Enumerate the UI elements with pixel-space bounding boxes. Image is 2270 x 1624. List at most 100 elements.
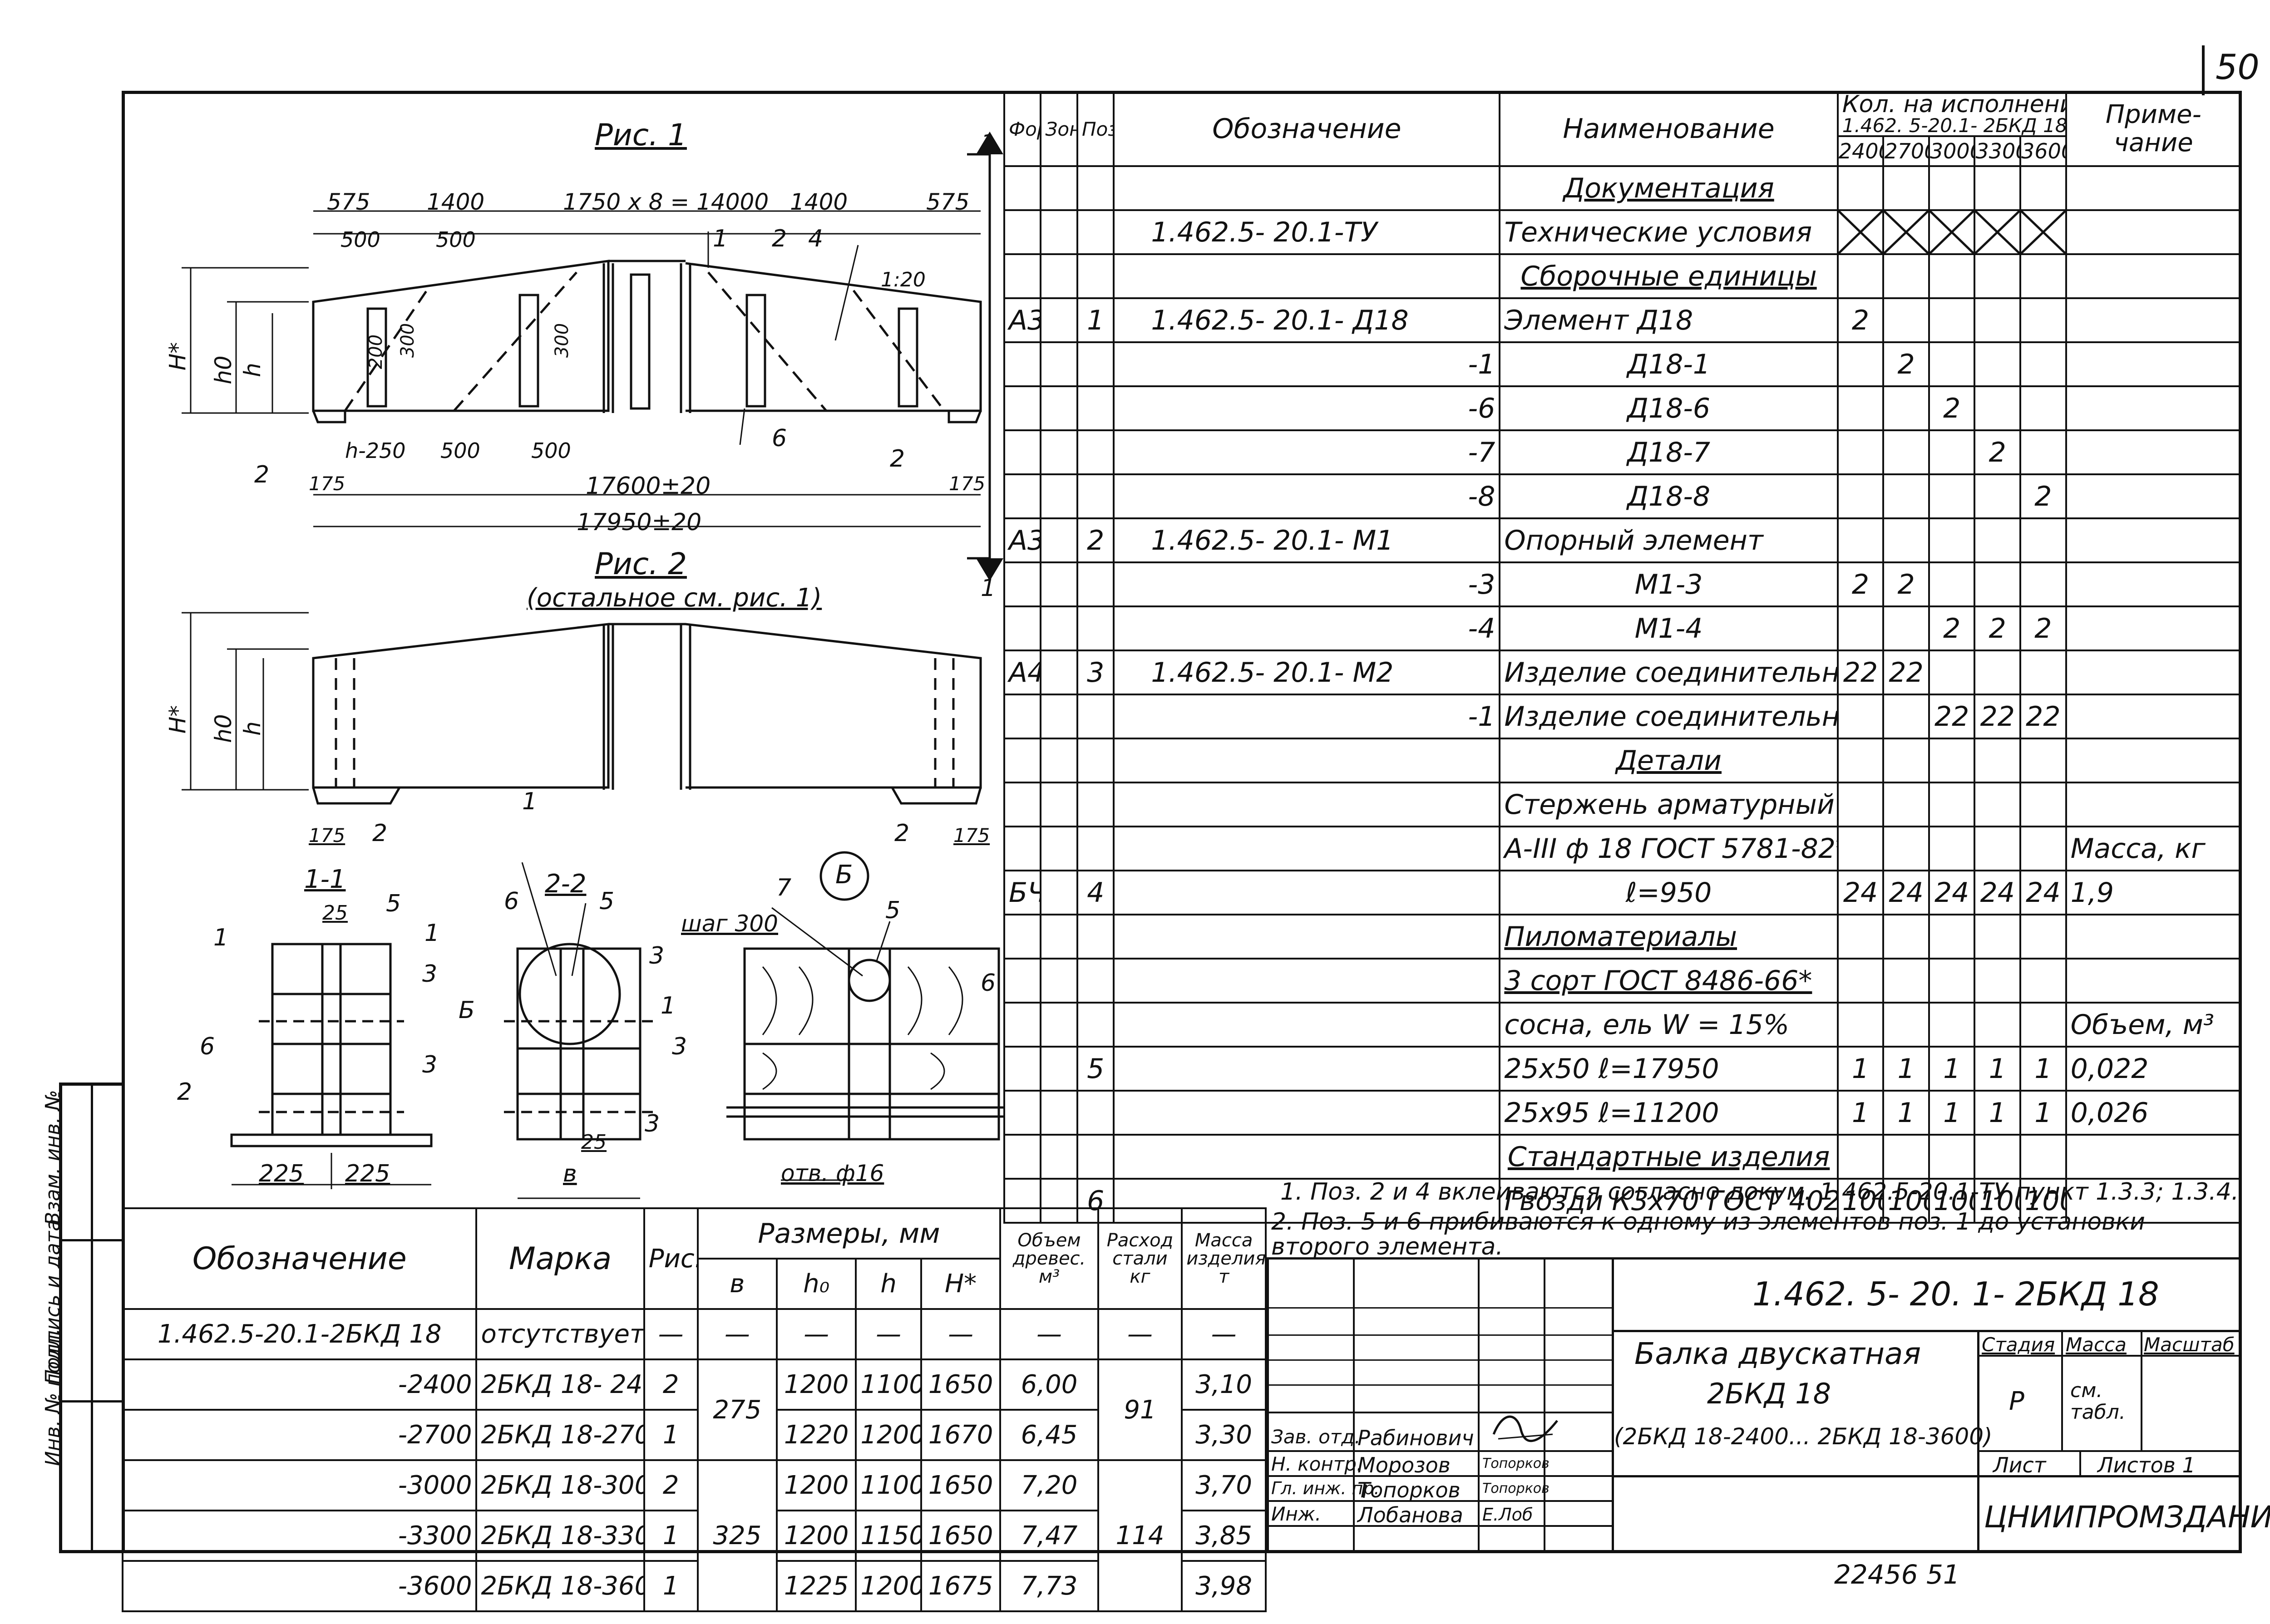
spec-row: Документация xyxy=(1003,165,2242,211)
spec-cell: 100 xyxy=(1882,1178,1930,1224)
spec-cell xyxy=(1882,738,1930,783)
spec-cell xyxy=(1836,473,1885,519)
tb-line xyxy=(2141,1330,2142,1450)
spec-cell xyxy=(2065,253,2242,299)
spec-cell: 3 сорт ГОСТ 8486-66* xyxy=(1499,958,1839,1004)
tb-line xyxy=(1353,1257,1355,1553)
spec-cell xyxy=(1003,1046,1042,1092)
spec-cell: Изделие соединительн. М2 xyxy=(1499,650,1839,695)
spec-cell xyxy=(1113,165,1501,211)
spec-cell: 2 xyxy=(2019,473,2067,519)
marks-cell-b: 275 xyxy=(696,1358,778,1461)
marks-cell: 1.462.5-20.1-2БКД 18 xyxy=(121,1308,478,1360)
section-2-2-title: 2-2 xyxy=(545,869,587,899)
spec-cell xyxy=(1040,1002,1078,1048)
marks-cell: 1220 xyxy=(775,1409,857,1461)
fig1-dim-h0: h0 xyxy=(210,355,237,384)
marks-cell: -3600 xyxy=(121,1560,478,1612)
tb-line xyxy=(1267,1334,1612,1336)
spec-cell: 2 xyxy=(1974,605,2022,651)
spec-cell: Д18-6 xyxy=(1499,385,1839,431)
spec-cell xyxy=(2065,958,2242,1004)
spec-cell xyxy=(1928,517,1976,563)
marks-header-steel: Расход стали кг xyxy=(1097,1207,1183,1310)
spec-cell xyxy=(1974,517,2022,563)
fig1-callout: 2 xyxy=(254,461,270,488)
spec-cell xyxy=(2065,517,2242,563)
drawings xyxy=(182,132,1003,1199)
spec-cell xyxy=(1076,1090,1115,1136)
title-block xyxy=(1267,1257,2242,1553)
spec-cell xyxy=(2019,297,2067,343)
side-stamp-divider xyxy=(91,1083,93,1553)
marks-cell: -3000 xyxy=(121,1459,478,1511)
spec-cell: 22 xyxy=(1974,694,2022,739)
spec-cell xyxy=(1928,738,1976,783)
fig1-section-mark: 1 xyxy=(981,575,996,602)
spec-cell: 2 xyxy=(1076,517,1115,563)
spec-header-designation: Обозначение xyxy=(1113,91,1501,167)
spec-cell xyxy=(2065,341,2242,387)
marks-header-volume: Объем древес. м³ xyxy=(999,1207,1099,1310)
spec-cell xyxy=(1076,738,1115,783)
tb-line xyxy=(1478,1257,1480,1553)
spec-cell xyxy=(1882,694,1930,739)
detail-b-hole: отв. ф16 xyxy=(781,1160,884,1186)
spec-cell xyxy=(2019,1002,2067,1048)
spec-cell xyxy=(2065,1134,2242,1180)
spec-cell xyxy=(1113,1002,1501,1048)
spec-cell xyxy=(1836,517,1885,563)
spec-cell xyxy=(1882,253,1930,299)
spec-cell xyxy=(1003,694,1042,739)
marks-cell: 2БКД 18-3300 xyxy=(475,1510,645,1562)
marks-header-h0: h₀ xyxy=(775,1258,857,1310)
spec-cell xyxy=(1076,826,1115,871)
spec-cell: А3 xyxy=(1003,517,1042,563)
sheet-number: 50 xyxy=(2216,47,2260,87)
spec-cell xyxy=(1113,782,1501,827)
spec-cell xyxy=(1882,385,1930,431)
fig1-callout: 6 xyxy=(772,425,787,452)
tb-line xyxy=(1612,1475,2242,1477)
spec-cell xyxy=(1076,253,1115,299)
spec-cell xyxy=(1040,561,1078,607)
spec-cell xyxy=(1836,782,1885,827)
spec-cell: 1 xyxy=(1974,1090,2022,1136)
spec-cell: 2 xyxy=(1836,561,1885,607)
spec-cell xyxy=(2065,605,2242,651)
spec-cell: 1 xyxy=(2019,1046,2067,1092)
spec-cell: 100 xyxy=(2019,1178,2067,1224)
spec-cell: 1 xyxy=(1882,1046,1930,1092)
spec-cell: 25x50 ℓ=17950 xyxy=(1499,1046,1839,1092)
tb-line xyxy=(1612,1330,2242,1332)
spec-cell: 1,9 xyxy=(2065,870,2242,915)
marks-cell-b: 325 xyxy=(696,1459,778,1612)
spec-cell xyxy=(1003,165,1042,211)
spec-header-qty: Кол. на исполнение 1.462. 5-20.1- 2БКД 1… xyxy=(1836,91,2067,137)
marks-cell: 2БКД 18-3600 xyxy=(475,1560,645,1612)
spec-cell xyxy=(1974,561,2022,607)
spec-cell xyxy=(1003,473,1042,519)
spec-cell xyxy=(2065,782,2242,827)
detail-b-callout: 3 xyxy=(672,1033,687,1060)
spec-cell: 24 xyxy=(1882,870,1930,915)
spec-cell xyxy=(1928,1134,1976,1180)
spec-cell: Стандартные изделия xyxy=(1499,1134,1839,1180)
spec-cell xyxy=(1882,826,1930,871)
fig1-dim-H: H* xyxy=(164,342,191,371)
spec-cell xyxy=(2065,473,2242,519)
spec-cell xyxy=(1836,253,1885,299)
tb-sign: Е.Лоб xyxy=(1482,1505,1533,1525)
marks-cell: 1100 xyxy=(855,1358,922,1411)
section-1-1-callout: 1 xyxy=(213,924,229,951)
spec-cell xyxy=(1113,870,1501,915)
spec-cell xyxy=(1974,738,2022,783)
section-2-2-dim: 25 xyxy=(581,1131,607,1154)
marks-cell: 1225 xyxy=(775,1560,857,1612)
spec-cell xyxy=(1040,473,1078,519)
spec-cell xyxy=(1040,253,1078,299)
